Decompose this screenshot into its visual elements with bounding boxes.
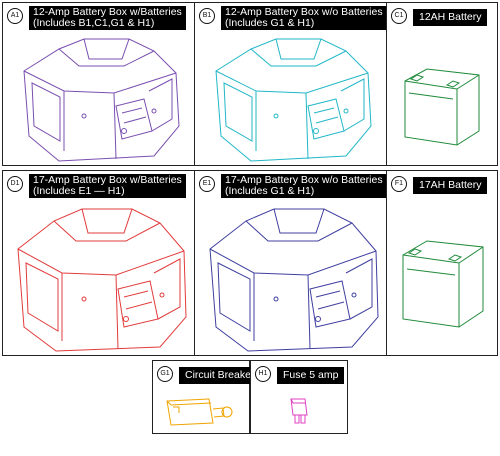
part-label: 12-Amp Battery Box w/Batteries (Includes… [29,6,186,30]
part-cell-c1[interactable]: C1 12AH Battery [386,2,498,166]
battery-icon [387,199,497,355]
part-cell-d1[interactable]: D1 17-Amp Battery Box w/Batteries (Inclu… [2,170,196,356]
part-label: Fuse 5 amp [277,367,345,384]
part-label: 17-Amp Battery Box w/Batteries (Includes… [29,174,186,198]
battery-box-icon [195,31,387,165]
part-label: 17-Amp Battery Box w/o Batteries (Includ… [221,174,387,198]
battery-box-icon [3,31,195,165]
part-badge: D1 [7,176,23,192]
part-cell-e1[interactable]: E1 17-Amp Battery Box w/o Batteries (Inc… [194,170,388,356]
circuit-breaker-icon [153,389,249,433]
part-badge: H1 [255,366,271,382]
part-cell-f1[interactable]: F1 17AH Battery [386,170,498,356]
part-label: Circuit Breaker [179,367,261,384]
part-badge: B1 [199,8,215,24]
fuse-icon [251,389,347,433]
battery-icon [387,31,497,165]
part-label: 12-Amp Battery Box w/o Batteries (Includ… [221,6,387,30]
part-cell-a1[interactable]: A1 12-Amp Battery Box w/Batteries (Inclu… [2,2,196,166]
part-badge: F1 [391,176,407,192]
part-label: 12AH Battery [413,9,488,26]
part-badge: G1 [157,366,173,382]
battery-box-icon [3,199,195,355]
part-badge: E1 [199,176,215,192]
part-badge: C1 [391,8,407,24]
part-cell-g1[interactable]: G1 Circuit Breaker [152,360,261,434]
part-cell-b1[interactable]: B1 12-Amp Battery Box w/o Batteries (Inc… [194,2,388,166]
battery-box-icon [195,199,387,355]
part-cell-h1[interactable]: H1 Fuse 5 amp [250,360,348,434]
part-badge: A1 [7,8,23,24]
part-label: 17AH Battery [413,177,488,194]
